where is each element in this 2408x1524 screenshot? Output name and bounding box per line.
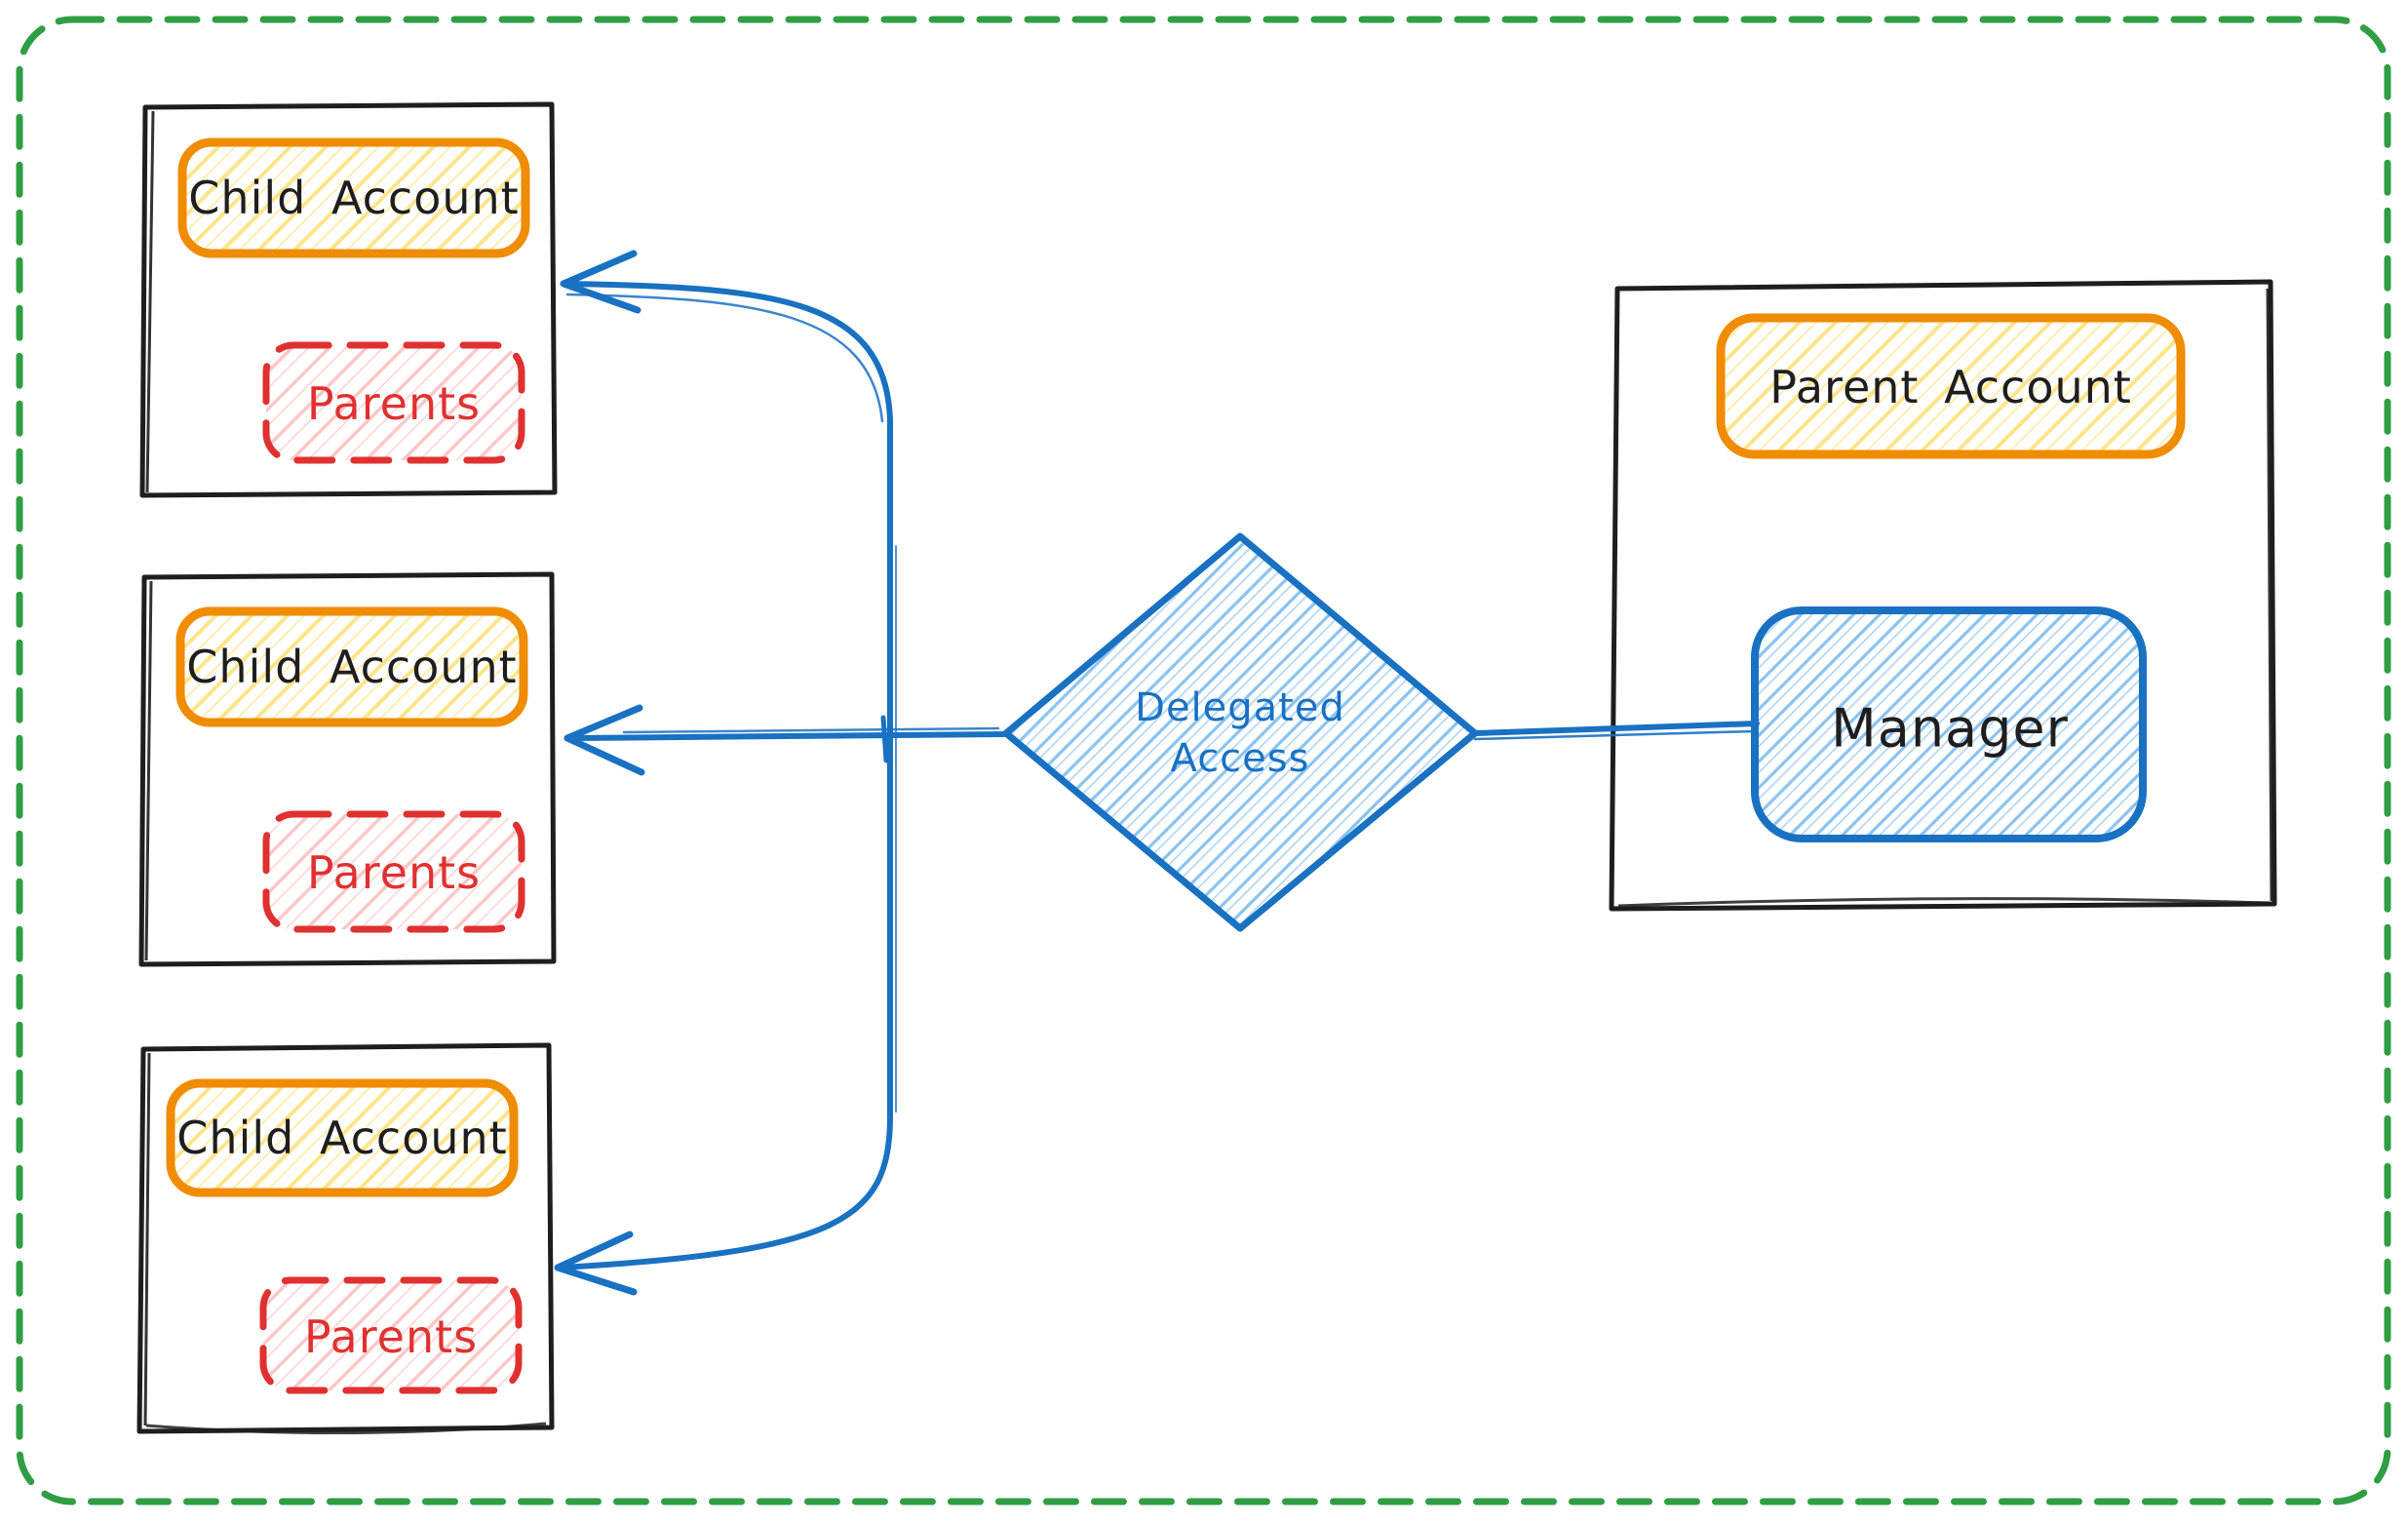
parents-badge-1 [262,341,525,464]
arrow-to-child-2-accent [622,726,1000,734]
arrow-to-child-2 [570,731,1007,741]
child-account-title-badge-2 [175,606,528,727]
parents-badge-3 [259,1276,523,1394]
parents-3-label: Parents [303,1310,479,1363]
parent-account-box-bottom-accent [1617,897,2271,908]
manager-to-diamond-connector [1472,721,1760,741]
parents-1-label: Parents [306,377,482,430]
child-account-3-label: Child Account [176,1112,508,1164]
arrowhead-child-3 [554,1231,638,1296]
parent-account-title-badge [1716,313,2186,459]
arrowhead-child-1 [560,250,641,314]
delegation-arrows [554,250,1007,1296]
manager-label: Manager [1831,697,2069,760]
child-account-title-badge-3 [166,1078,519,1197]
arrow-trunk-sketch-accent [565,293,884,423]
child-account-2-label: Child Account [186,641,518,693]
delegated-access-label: Delegated Access [1135,685,1345,781]
arrowhead-child-2 [563,704,645,776]
child-account-title-badge-1 [177,137,530,258]
arrow-junction-tick [880,715,889,763]
parent-account-box-sketch-accent [2266,288,2273,902]
parent-account-label: Parent Account [1769,361,2132,413]
parents-2-label: Parents [306,846,482,899]
child-account-box-1-sketch-accent [145,110,155,493]
arrow-trunk-curve [558,281,893,1270]
parents-badge-2 [262,810,525,933]
child-account-box-3-sketch-accent [143,1052,151,1426]
child-account-1-label: Child Account [188,172,520,224]
child-account-box-2-sketch-accent [144,580,153,961]
canvas-dashed-border [16,16,2391,1505]
child-account-box-3-bottom-accent [145,1422,547,1435]
